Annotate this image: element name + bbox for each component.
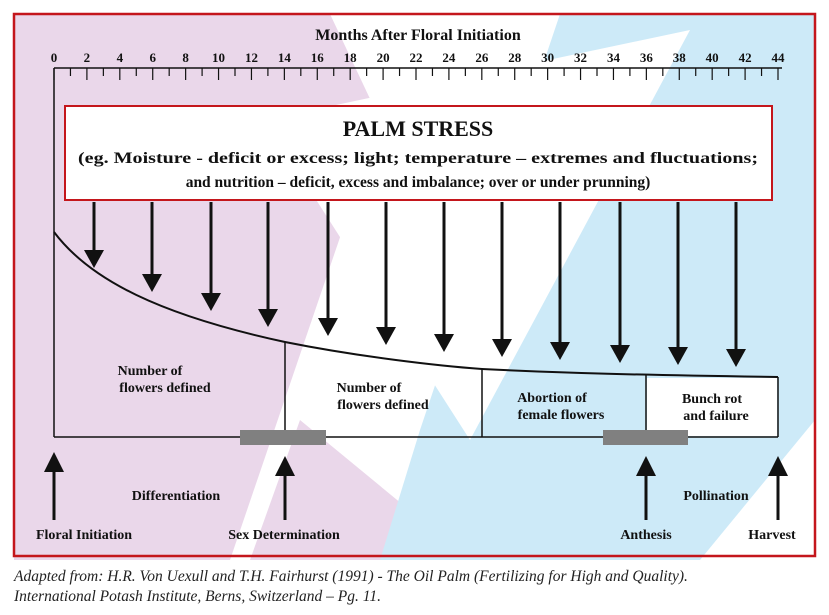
axis-tick-label: 38 xyxy=(673,50,687,65)
stage-2-line-1: Number of xyxy=(337,381,402,396)
stress-arrow xyxy=(668,202,688,365)
axis-tick-label: 22 xyxy=(410,50,423,65)
outer-frame xyxy=(12,12,817,558)
stress-arrow xyxy=(84,202,104,268)
axis-tick-label: 32 xyxy=(574,50,587,65)
axis-tick-label: 44 xyxy=(772,50,786,65)
caption-line-2: International Potash Institute, Berns, S… xyxy=(14,588,381,605)
stage-4-line-2: and failure xyxy=(683,409,748,424)
stage-1-line-2: flowers defined xyxy=(119,381,211,396)
stress-line-2: and nutrition – deficit, excess and imba… xyxy=(186,174,651,191)
label-differentiation: Differentiation xyxy=(132,489,221,504)
axis-title: Months After Floral Initiation xyxy=(315,27,521,44)
stage-2-line-2: flowers defined xyxy=(337,398,429,413)
stage-3-line-1: Abortion of xyxy=(517,391,587,406)
event-arrow-harvest xyxy=(768,456,788,520)
axis-tick-label: 30 xyxy=(541,50,554,65)
anthesis-bar xyxy=(603,430,688,445)
stress-box xyxy=(64,105,773,201)
axis-tick-label: 18 xyxy=(344,50,358,65)
label-floral-initiation: Floral Initiation xyxy=(36,528,132,543)
label-pollination: Pollination xyxy=(683,489,749,504)
stress-arrow xyxy=(318,202,338,336)
stress-arrow xyxy=(376,202,396,345)
axis-tick-label: 12 xyxy=(245,50,258,65)
axis-tick-label: 36 xyxy=(640,50,654,65)
axis-tick-label: 24 xyxy=(442,50,456,65)
axis-tick-label: 34 xyxy=(607,50,621,65)
stress-line-1: (eg. Moisture - deficit or excess; light… xyxy=(78,150,758,167)
stress-arrows xyxy=(84,202,746,367)
stress-title: PALM STRESS xyxy=(343,116,494,141)
axis-tick-label: 2 xyxy=(84,50,91,65)
label-sex-determination: Sex Determination xyxy=(228,528,340,543)
axis-tick-label: 4 xyxy=(117,50,124,65)
axis-tick-label: 40 xyxy=(706,50,719,65)
axis-tick-label: 16 xyxy=(311,50,325,65)
axis-tick-label: 0 xyxy=(51,50,58,65)
stress-arrow xyxy=(726,202,746,367)
sex-determination-bar xyxy=(240,430,326,445)
stage-fill-bunch-rot xyxy=(647,378,777,436)
axis-tick-label: 26 xyxy=(475,50,489,65)
event-arrow-sex-determination xyxy=(275,456,295,520)
stress-arrow xyxy=(492,202,512,357)
stress-arrow xyxy=(258,202,278,327)
event-arrow-anthesis xyxy=(636,456,656,520)
stress-arrow xyxy=(550,202,570,360)
stress-arrow xyxy=(434,202,454,352)
label-harvest: Harvest xyxy=(748,528,796,543)
axis-tick-label: 42 xyxy=(739,50,752,65)
axis-tick-label: 28 xyxy=(508,50,522,65)
stress-arrow xyxy=(142,202,162,292)
axis-tick-label: 14 xyxy=(278,50,292,65)
axis-tick-label: 20 xyxy=(377,50,390,65)
stress-arrow xyxy=(201,202,221,311)
axis-tick-label: 8 xyxy=(182,50,189,65)
axis-tick-label: 6 xyxy=(149,50,156,65)
stress-arrow xyxy=(610,202,630,363)
stage-3-line-2: female flowers xyxy=(518,408,605,423)
caption-line-1: Adapted from: H.R. Von Uexull and T.H. F… xyxy=(14,568,688,585)
stage-1-line-1: Number of xyxy=(118,364,183,379)
flower-number-curve xyxy=(53,231,779,378)
stage-4-line-1: Bunch rot xyxy=(682,392,742,407)
event-arrow-floral-initiation xyxy=(44,452,64,520)
axis-tick-label: 10 xyxy=(212,50,225,65)
label-anthesis: Anthesis xyxy=(620,528,672,543)
